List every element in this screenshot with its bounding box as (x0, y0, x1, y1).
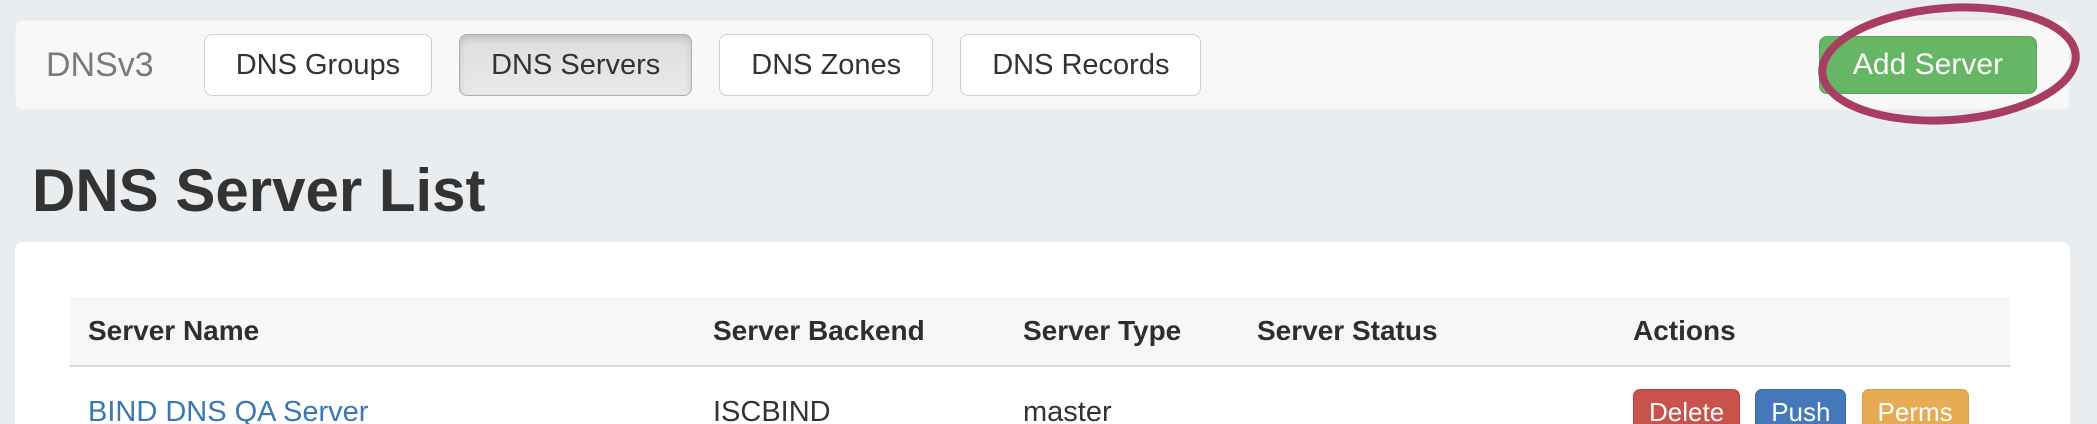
push-button[interactable]: Push (1755, 389, 1847, 424)
cell-server-name: BIND DNS QA Server (70, 366, 695, 424)
col-header-actions: Actions (1615, 297, 2010, 367)
server-table-wrap: Server Name Server Backend Server Type S… (70, 297, 2010, 424)
brand-dnsv3[interactable]: DNSv3 (46, 45, 154, 84)
col-header-server-type: Server Type (1005, 297, 1239, 367)
cell-server-backend: ISCBIND (713, 396, 831, 424)
navbar: DNSv3 DNS Groups DNS Servers DNS Zones D… (15, 20, 2070, 110)
tab-dns-groups[interactable]: DNS Groups (203, 34, 433, 96)
add-server-button[interactable]: Add Server (1818, 36, 2037, 94)
cell-actions: Delete Push Perms (1615, 366, 2010, 424)
col-header-server-status: Server Status (1239, 297, 1615, 367)
table-header-row: Server Name Server Backend Server Type S… (70, 297, 2010, 367)
table-row: BIND DNS QA Server ISCBIND master Delete… (70, 366, 2010, 424)
tab-dns-records[interactable]: DNS Records (960, 34, 1202, 96)
delete-button[interactable]: Delete (1633, 389, 1741, 424)
col-header-server-name: Server Name (70, 297, 695, 367)
tab-dns-servers[interactable]: DNS Servers (459, 34, 693, 96)
col-header-server-backend: Server Backend (695, 297, 1005, 367)
server-table: Server Name Server Backend Server Type S… (70, 297, 2010, 424)
page-title: DNS Server List (32, 157, 486, 224)
cell-server-type: master (1023, 396, 1112, 424)
cell-server-status (1239, 366, 1615, 424)
server-list-card: Server Name Server Backend Server Type S… (15, 242, 2070, 424)
server-name-link[interactable]: BIND DNS QA Server (88, 396, 369, 424)
perms-button[interactable]: Perms (1861, 389, 1969, 424)
tab-dns-zones[interactable]: DNS Zones (719, 34, 934, 96)
nav-tab-group: DNS Groups DNS Servers DNS Zones DNS Rec… (203, 34, 1202, 96)
